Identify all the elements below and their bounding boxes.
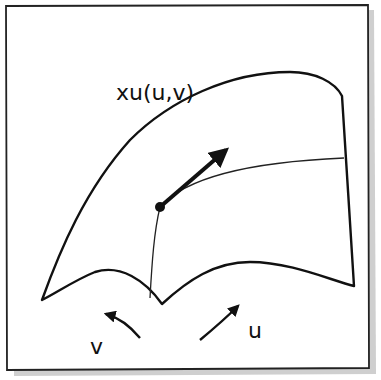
surface-outline [42, 72, 354, 304]
vector-label: xu(u,v) [116, 82, 194, 104]
u-direction-arrow [200, 306, 238, 340]
v-direction-arrow [106, 314, 140, 338]
point-dot [155, 202, 165, 212]
coordinate-curve [150, 158, 344, 298]
parameter-label: u [248, 320, 262, 342]
tangent-vector [160, 150, 226, 207]
parameter-label: v [90, 336, 103, 358]
paper-sheet [6, 5, 369, 370]
